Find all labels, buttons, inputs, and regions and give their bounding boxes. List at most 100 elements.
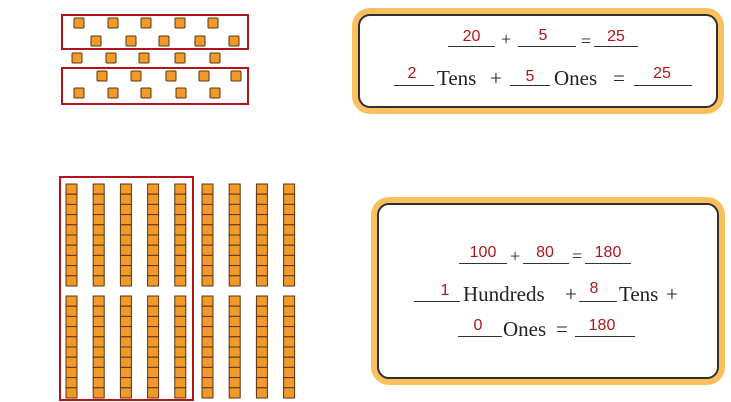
rod-unit: [65, 234, 78, 246]
rod-unit: [228, 203, 241, 216]
rod-unit: [255, 305, 268, 317]
blank-line: [634, 85, 692, 86]
rod-unit: [65, 377, 78, 389]
rod-unit: [283, 356, 296, 368]
rod-unit: [92, 387, 105, 399]
rod-unit: [65, 193, 78, 205]
blank-line: [575, 336, 635, 337]
rod-unit: [92, 254, 105, 267]
rod-unit: [255, 193, 268, 205]
rod-unit: [283, 315, 296, 328]
blank-line: [523, 263, 569, 264]
rod-unit: [201, 326, 214, 338]
rod-unit: [174, 214, 187, 226]
rod-unit: [255, 203, 268, 216]
rod-unit: [228, 193, 241, 205]
unit-cube: [125, 35, 137, 47]
rod-unit: [174, 244, 187, 256]
rod-unit: [228, 366, 241, 379]
equals-sign: =: [556, 317, 568, 341]
blank-line: [394, 85, 434, 86]
answer-b: 80: [536, 244, 554, 261]
ten-rod: [92, 295, 105, 399]
rod-unit: [201, 315, 214, 328]
unit-cube: [174, 52, 186, 64]
rod-unit: [228, 224, 241, 236]
rod-unit: [283, 275, 296, 287]
rod-unit: [147, 265, 160, 277]
card-top: 20 + 5 = 25 2 Tens + 5 Ones = 25: [358, 14, 718, 108]
rod-unit: [147, 356, 160, 368]
rod-unit: [255, 377, 268, 389]
rod-unit: [119, 295, 132, 307]
rod-unit: [65, 336, 78, 348]
unit-cube: [96, 70, 108, 82]
rod-unit: [147, 203, 160, 216]
rod-unit: [174, 366, 187, 379]
rod-unit: [65, 366, 78, 379]
rod-unit: [65, 275, 78, 287]
rod-unit: [228, 305, 241, 317]
rod-unit: [92, 244, 105, 256]
unit-cube: [71, 52, 83, 64]
rod-unit: [228, 377, 241, 389]
rod-unit: [201, 183, 214, 195]
blank-line: [510, 85, 550, 86]
answer-b: 5: [538, 27, 548, 44]
rod-unit: [228, 295, 241, 307]
rod-unit: [201, 387, 214, 399]
rod-unit: [283, 265, 296, 277]
rod-unit: [92, 193, 105, 205]
rod-unit: [255, 224, 268, 236]
rod-unit: [92, 265, 105, 277]
unit-cube: [107, 87, 119, 99]
rod-unit: [92, 224, 105, 236]
rod-unit: [255, 265, 268, 277]
rod-unit: [147, 295, 160, 307]
rod-unit: [228, 214, 241, 226]
rod-unit: [283, 326, 296, 338]
unit-cube: [90, 35, 102, 47]
rod-unit: [201, 265, 214, 277]
rod-unit: [283, 387, 296, 399]
rod-unit: [201, 366, 214, 379]
rod-unit: [283, 305, 296, 317]
ten-rod: [174, 295, 187, 399]
answer-a: 20: [462, 28, 481, 45]
rod-unit: [92, 305, 105, 317]
rod-unit: [255, 254, 268, 267]
rod-unit: [255, 295, 268, 307]
answer-total: 180: [588, 317, 616, 334]
rod-unit: [174, 295, 187, 307]
answer-sum: 25: [607, 28, 625, 45]
rod-unit: [119, 265, 132, 277]
unit-cube: [174, 17, 186, 29]
rod-unit: [92, 315, 105, 328]
rod-unit: [92, 356, 105, 368]
unit-cube: [165, 70, 177, 82]
rod-unit: [228, 254, 241, 267]
rod-unit: [201, 377, 214, 389]
rod-unit: [147, 275, 160, 287]
rod-unit: [119, 377, 132, 389]
rod-unit: [65, 346, 78, 358]
rod-unit: [92, 295, 105, 307]
rod-unit: [201, 254, 214, 267]
tens-label: Tens: [619, 282, 659, 306]
rod-unit: [228, 265, 241, 277]
ten-rod: [283, 295, 296, 399]
equals-sign: =: [581, 31, 592, 51]
rod-unit: [201, 295, 214, 307]
rod-unit: [147, 183, 160, 195]
rod-unit: [228, 336, 241, 348]
rod-unit: [283, 346, 296, 358]
rod-unit: [119, 254, 132, 267]
rod-unit: [228, 275, 241, 287]
answer-tens: 8: [589, 280, 599, 297]
rod-unit: [119, 366, 132, 379]
unit-cube: [194, 35, 206, 47]
rod-unit: [65, 387, 78, 399]
hundred-frame: [59, 176, 194, 401]
rod-unit: [147, 377, 160, 389]
answer-hundreds: 1: [440, 282, 450, 299]
